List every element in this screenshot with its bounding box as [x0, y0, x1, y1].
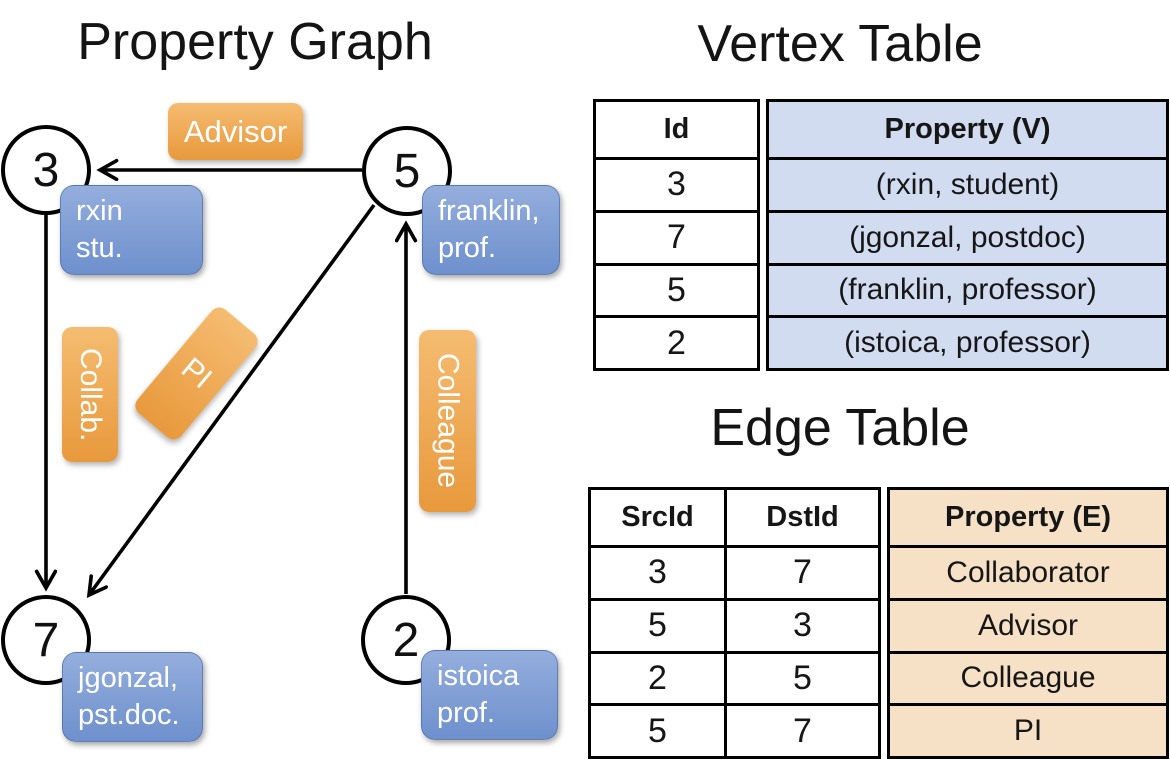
- vertex-table-header-id: Id: [663, 113, 690, 145]
- edge-line-pi-5-7: [89, 203, 376, 595]
- edge-table-cell: 3: [724, 597, 878, 651]
- edge-table-cell: 7: [724, 545, 878, 598]
- vertex-property-line: franklin,: [438, 195, 540, 227]
- vertex-property-box-5: franklin, prof.: [422, 185, 560, 275]
- graph-node-5: 5: [362, 126, 452, 216]
- vertex-property-box-3: rxin stu.: [60, 185, 203, 275]
- edge-table-cell: Collaborator: [890, 545, 1166, 598]
- vertex-property-line: pst.doc.: [78, 699, 180, 731]
- vertex-table-cell: 5: [596, 262, 757, 316]
- vertex-property-line: prof.: [437, 697, 496, 729]
- edge-table-cell: 3: [591, 545, 724, 598]
- vertex-property-line: stu.: [76, 232, 123, 264]
- edge-table-cell: 2: [591, 650, 724, 704]
- vertex-table-header-property: Property (V): [769, 102, 1166, 157]
- edge-table-header-srcid: SrcId: [621, 501, 694, 533]
- edge-table-cell: 5: [591, 703, 724, 756]
- edge-table-cell: PI: [890, 703, 1166, 756]
- edge-table-cell: Colleague: [890, 650, 1166, 704]
- node-7-id: 7: [32, 613, 60, 667]
- vertex-property-line: rxin: [76, 195, 123, 227]
- vertex-property-box-2: istoica prof.: [421, 650, 558, 740]
- edge-table-property-column: Property (E) Collaborator Advisor Collea…: [887, 487, 1169, 759]
- vertex-table-id-column: Id 3 7 5 2: [593, 99, 760, 371]
- edge-label-advisor: Advisor: [168, 103, 303, 160]
- edge-table-header-dstid: DstId: [724, 490, 878, 545]
- property-graph-title: Property Graph: [77, 13, 433, 71]
- edge-table-title: Edge Table: [710, 399, 970, 457]
- vertex-table-cell: 3: [596, 157, 757, 210]
- edge-label-colleague: Colleague: [419, 330, 476, 512]
- vertex-property-line: prof.: [438, 232, 497, 264]
- node-3-id: 3: [32, 143, 60, 197]
- node-5-id: 5: [393, 144, 421, 198]
- graph-node-2: 2: [361, 595, 451, 685]
- graph-edges-layer: [0, 0, 585, 760]
- edge-table-cell: Advisor: [890, 597, 1166, 651]
- edge-table-id-columns: SrcId DstId 3 7 5 3 2 5 5 7: [588, 487, 881, 759]
- edge-table-cell: 5: [591, 597, 724, 651]
- vertex-table-cell: (istoica, professor): [769, 315, 1166, 368]
- edge-label-collab: Collab.: [62, 327, 118, 462]
- vertex-property-line: istoica: [437, 660, 520, 692]
- vertex-table-cell: 2: [596, 315, 757, 368]
- edge-table-header-property: Property (E): [890, 490, 1166, 545]
- vertex-property-line: jgonzal,: [78, 662, 178, 694]
- vertex-property-box-7: jgonzal, pst.doc.: [62, 652, 203, 742]
- vertex-table-cell: (jgonzal, postdoc): [769, 209, 1166, 263]
- vertex-table-title: Vertex Table: [697, 15, 983, 73]
- edge-table-cell: 5: [724, 650, 878, 704]
- vertex-table-cell: (rxin, student): [769, 157, 1166, 210]
- vertex-table-cell: 7: [596, 209, 757, 263]
- vertex-table-cell: (franklin, professor): [769, 262, 1166, 316]
- edge-table-cell: 7: [724, 703, 878, 756]
- node-2-id: 2: [392, 613, 420, 667]
- vertex-table-property-column: Property (V) (rxin, student) (jgonzal, p…: [766, 99, 1169, 371]
